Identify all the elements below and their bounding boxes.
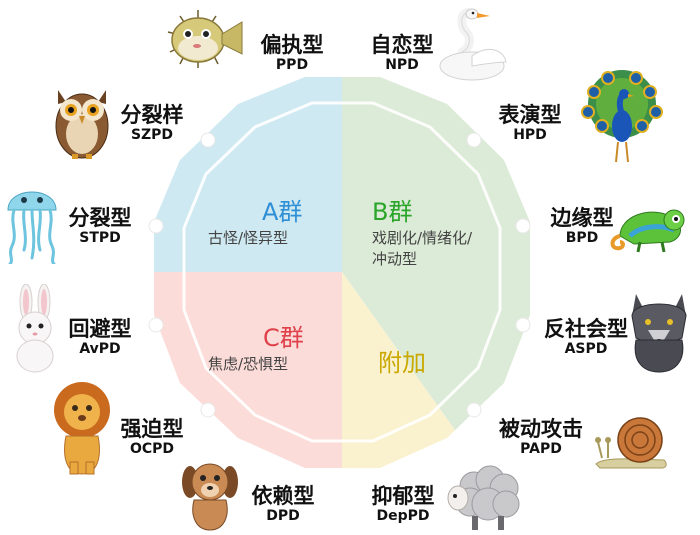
chameleon-icon [610,209,685,253]
quadrant-extra [342,272,530,468]
group-b-desc-line2: 冲动型 [372,250,418,268]
owl-icon [55,90,109,159]
group-extra-title: 附加 [378,349,426,377]
ring-dots [148,132,531,418]
group-b-desc-line1: 戏剧化/情绪化/ [372,229,473,247]
group-b-title: B群 [372,198,413,226]
quadrant-b [342,77,530,468]
group-a-title: A群 [262,198,303,226]
sheep-icon [447,465,520,530]
snail-icon [595,417,667,469]
dog-icon [182,463,238,531]
peacock-icon [581,70,663,163]
lion-icon [54,382,110,475]
group-c-desc: 焦虑/恐惧型 [208,355,289,373]
group-c-title: C群 [263,324,304,352]
group-b-desc: 戏剧化/情绪化/ 冲动型 [372,228,472,270]
swan-icon [439,8,507,81]
inner-ring [182,101,502,443]
rabbit-icon [16,284,54,373]
group-a-desc: 古怪/怪异型 [208,229,289,247]
jellyfish-icon [7,191,57,264]
pufferfish-icon [167,10,243,68]
wolf-icon [631,294,687,373]
